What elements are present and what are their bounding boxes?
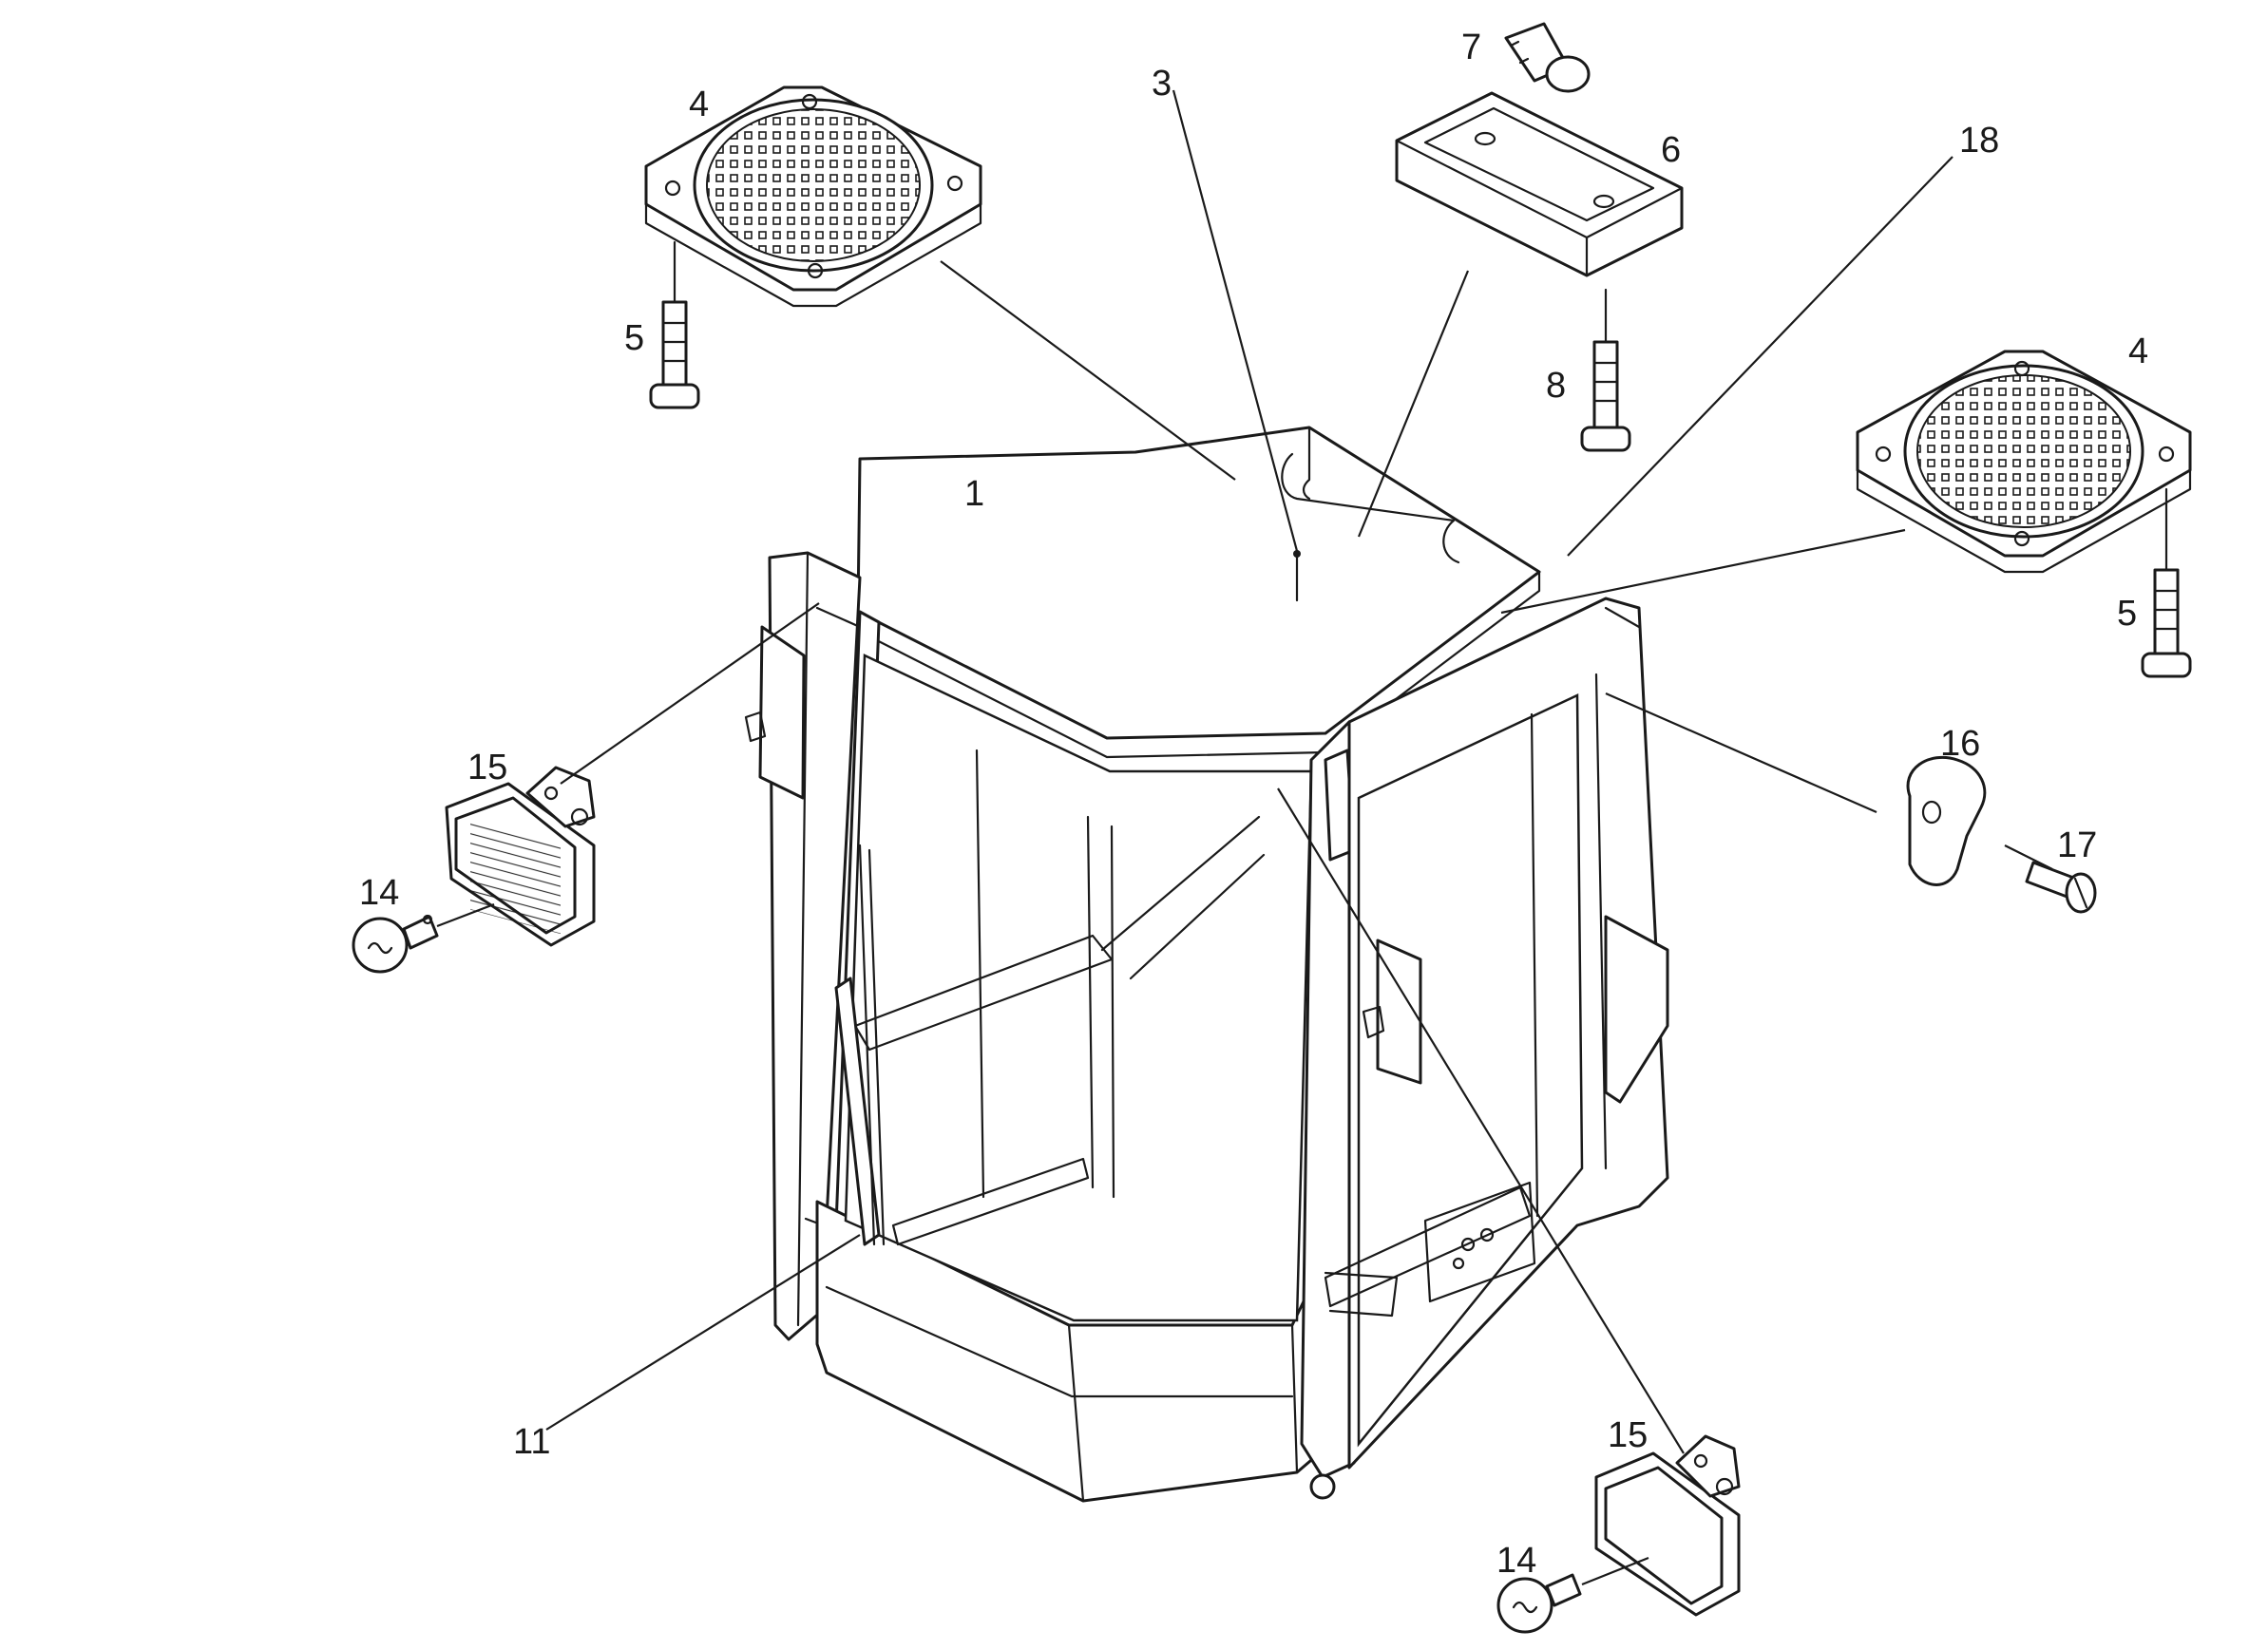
screw-right — [2141, 487, 2192, 678]
front-right-pillar — [1300, 720, 1356, 1479]
speaker-right — [1856, 350, 2192, 574]
leader-lines — [545, 89, 2053, 1454]
screw-17 — [2025, 861, 2097, 914]
callout-14-left: 14 — [359, 873, 399, 913]
screw-left — [649, 240, 700, 409]
roof-rail — [1281, 452, 1460, 564]
coat-hook — [1906, 755, 1987, 886]
callout-5-right: 5 — [2117, 594, 2137, 634]
callout-8: 8 — [1546, 366, 1566, 406]
bulb-right — [1496, 1556, 1649, 1634]
right-mirror — [1376, 939, 1422, 1085]
callout-7: 7 — [1461, 28, 1481, 67]
cab-roof — [856, 426, 1541, 740]
left-mirror — [758, 625, 806, 800]
screw-8 — [1580, 288, 1631, 452]
bulb-7 — [1504, 22, 1591, 93]
callout-15-right: 15 — [1608, 1415, 1648, 1455]
callout-11: 11 — [513, 1422, 550, 1462]
callout-17: 17 — [2057, 825, 2097, 865]
interior-lamp — [1395, 91, 1684, 277]
callout-3: 3 — [1152, 64, 1172, 104]
callout-6: 6 — [1661, 130, 1681, 170]
rear-right-box — [1604, 915, 1669, 1104]
callout-5-left: 5 — [624, 318, 644, 358]
callout-18: 18 — [1959, 121, 1999, 161]
front-windscreen — [844, 654, 1313, 1322]
callout-15-left: 15 — [467, 748, 507, 787]
right-door-glass — [1357, 693, 1584, 1448]
wiper-blade — [834, 977, 881, 1246]
bulb-left — [352, 902, 495, 974]
callout-4-top: 4 — [689, 85, 709, 124]
speaker-top-left — [644, 85, 982, 308]
callout-16: 16 — [1940, 724, 1980, 764]
callout-14-right: 14 — [1496, 1541, 1536, 1581]
cab-assembly — [744, 426, 1669, 1503]
callout-4-right: 4 — [2128, 332, 2148, 371]
work-light-left — [445, 766, 596, 947]
callout-1: 1 — [964, 474, 984, 514]
work-light-right — [1594, 1434, 1741, 1617]
